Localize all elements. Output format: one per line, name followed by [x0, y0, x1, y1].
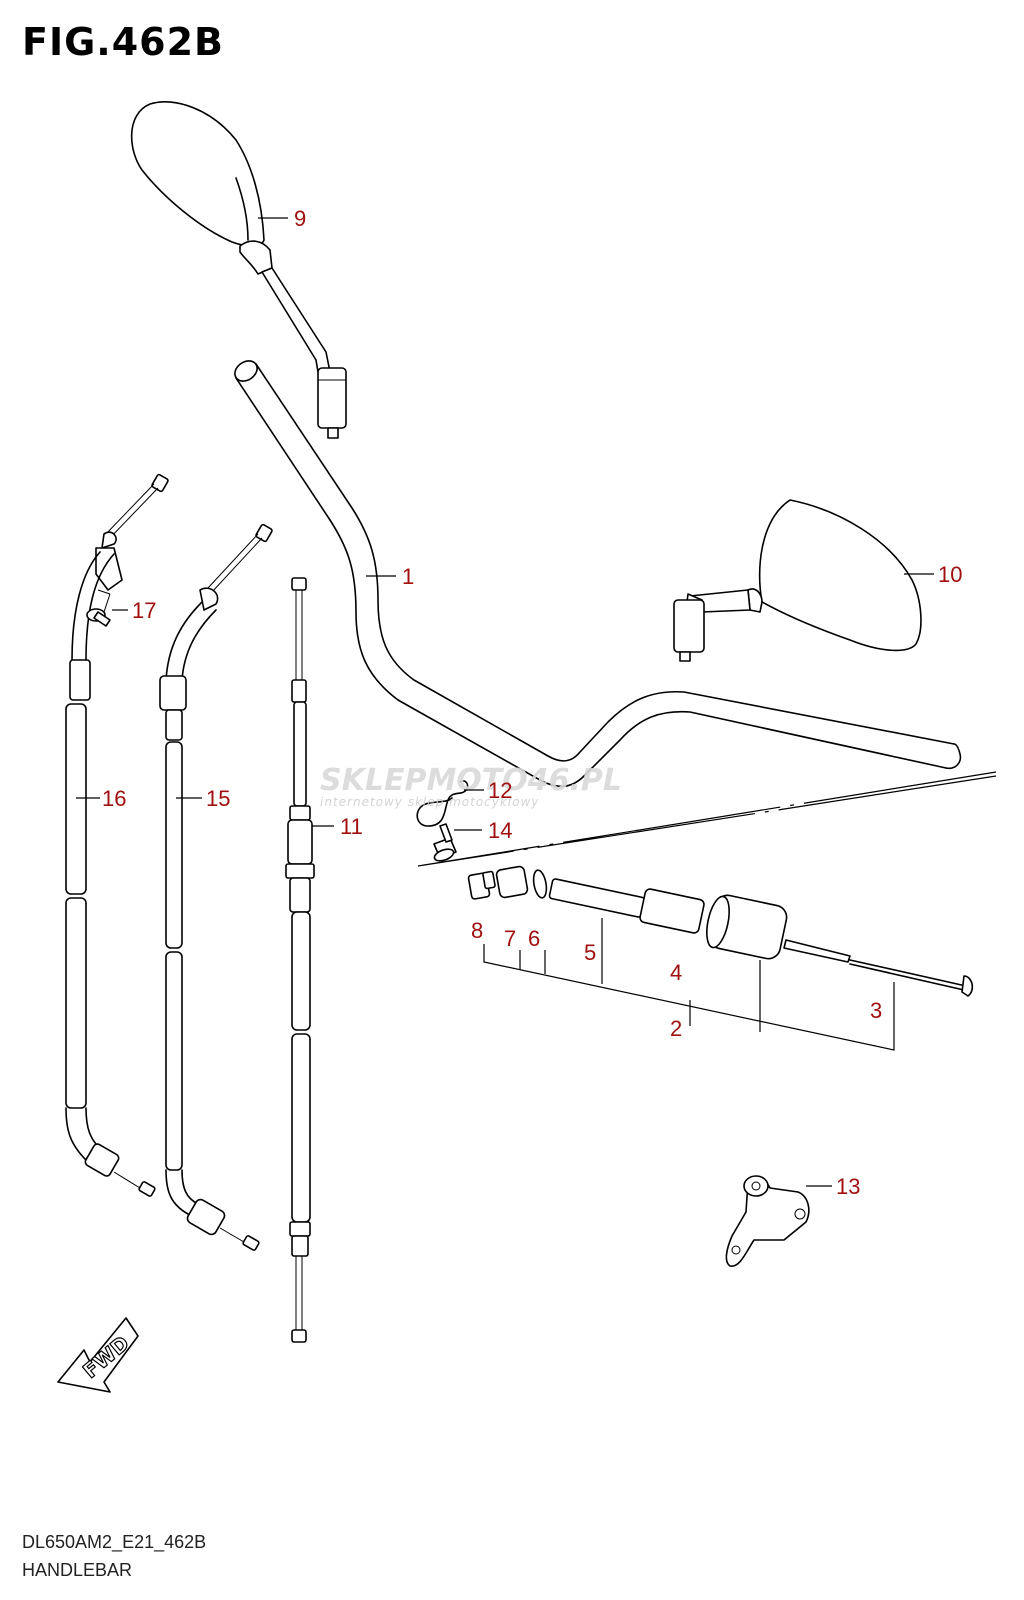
bolt-14[interactable]	[433, 823, 457, 863]
watermark: SKLEPMOTO46.PL internetowy sklep motocyk…	[320, 763, 622, 809]
watermark-tagline: internetowy sklep motocyklowy	[320, 795, 539, 809]
callout-12[interactable]: 12	[488, 778, 512, 803]
figure-title: FIG.462B	[22, 20, 225, 64]
left-mirror[interactable]	[130, 100, 347, 439]
callout-1[interactable]: 1	[402, 564, 414, 589]
handlebar[interactable]	[231, 357, 962, 788]
assembly-bracket	[483, 918, 895, 1051]
callout-7[interactable]: 7	[504, 926, 516, 951]
clip-12[interactable]	[416, 780, 469, 827]
callout-14[interactable]: 14	[488, 818, 512, 843]
callout-3[interactable]: 3	[870, 998, 882, 1023]
callout-10[interactable]: 10	[938, 562, 962, 587]
assembly-reference-line	[417, 771, 997, 867]
cable-guide-13[interactable]	[725, 1175, 810, 1267]
section-name: HANDLEBAR	[22, 1560, 133, 1580]
callout-5[interactable]: 5	[584, 940, 596, 965]
bar-end-parts[interactable]	[467, 865, 974, 997]
callout-17[interactable]: 17	[132, 598, 156, 623]
callout-15[interactable]: 15	[206, 786, 230, 811]
leader-lines	[76, 217, 934, 1187]
cable-15[interactable]	[159, 523, 273, 1251]
right-mirror[interactable]	[673, 499, 922, 662]
callout-11[interactable]: 11	[340, 814, 363, 839]
model-code: DL650AM2_E21_462B	[22, 1532, 207, 1552]
callout-8[interactable]: 8	[471, 918, 483, 943]
fwd-arrow-icon: FWD	[57, 1317, 139, 1393]
cable-11[interactable]	[285, 577, 315, 1343]
callout-2[interactable]: 2	[670, 1016, 682, 1041]
callouts: 9 1 10 12 14 11 15 16 17 8 7 6 5 4 2 3 1…	[102, 206, 962, 1199]
callout-4[interactable]: 4	[670, 960, 682, 985]
callout-9[interactable]: 9	[294, 206, 306, 231]
cable-16[interactable]	[65, 473, 169, 1197]
watermark-brand: SKLEPMOTO46.PL	[320, 763, 622, 798]
screw-17[interactable]	[86, 589, 111, 627]
callout-13[interactable]: 13	[836, 1174, 860, 1199]
callout-6[interactable]: 6	[528, 926, 540, 951]
callout-16[interactable]: 16	[102, 786, 126, 811]
